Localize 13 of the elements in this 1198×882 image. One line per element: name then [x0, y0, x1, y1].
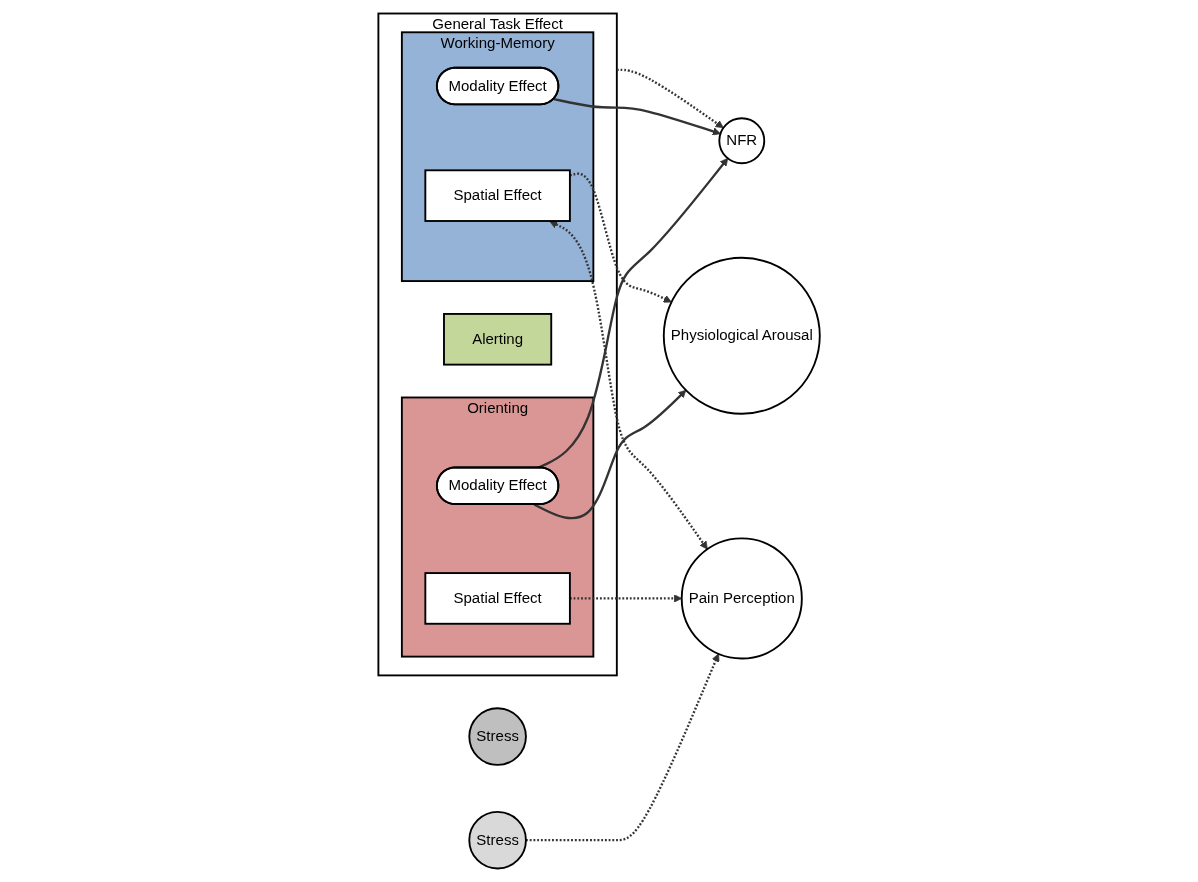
arrow [553, 97, 721, 136]
node-circle: Stress [468, 707, 527, 766]
node-box: Spatial Effect [424, 169, 571, 222]
node-circle: Physiological Arousal [662, 256, 821, 415]
node-circle: Stress [468, 810, 527, 870]
arrow [549, 220, 708, 550]
node-circle: Pain Perception [680, 537, 803, 660]
node-circle: NFR [718, 117, 766, 165]
arrow [533, 389, 687, 520]
arrow [537, 157, 729, 469]
arrow [616, 68, 724, 129]
node-box: Spatial Effect [424, 572, 571, 625]
node-box: Alerting [442, 313, 553, 366]
